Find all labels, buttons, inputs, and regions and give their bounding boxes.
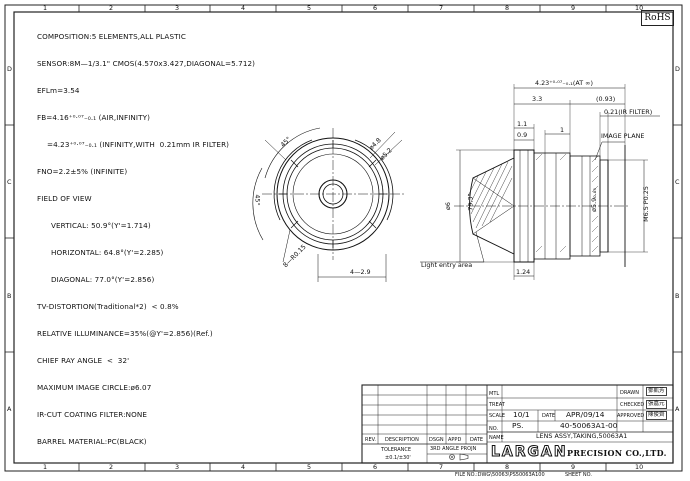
rohs-badge: RoHS (641, 10, 674, 26)
zone-top-1: 1 (43, 4, 48, 12)
side-len-0-9: 0.9 (517, 131, 528, 139)
zone-top-3: 3 (175, 4, 180, 12)
tb-stamp-approved: 陳俊齊 (646, 411, 667, 420)
front-width: 4—2.9 (350, 268, 371, 276)
largan-logo: LARGAN (491, 444, 568, 461)
tb-dsgn: DSGN (429, 437, 444, 443)
tb-name-label: NAME (489, 435, 504, 441)
tb-description: DESCRIPTION (385, 437, 419, 443)
spec-fov-title: FIELD OF VIEW (37, 194, 92, 203)
zone-top-9: 9 (571, 4, 576, 12)
zone-right-b: B (675, 292, 680, 300)
zone-left-d: D (7, 65, 12, 73)
tb-scale-value: 10/1 (513, 410, 530, 419)
tb-treat: TREAT (489, 402, 505, 408)
zone-bottom-2: 2 (109, 463, 114, 471)
zone-right-c: C (675, 178, 680, 186)
spec-fov-horizontal: HORIZONTAL: 64.8°(Y'=2.285) (51, 248, 164, 257)
zone-left-b: B (7, 292, 12, 300)
zone-bottom-6: 6 (373, 463, 378, 471)
zone-left-a: A (7, 405, 12, 413)
zone-top-6: 6 (373, 4, 378, 12)
spec-relative-illuminance: RELATIVE ILLUMINANCE=35%(@Y'=2.856)(Ref.… (37, 329, 213, 338)
spec-efl: EFLm=3.54 (37, 86, 80, 95)
spec-barrel-material: BARREL MATERIAL:PC(BLACK) (37, 437, 147, 446)
zone-bottom-9: 9 (571, 463, 576, 471)
side-len-1-1: 1.1 (517, 120, 528, 128)
zone-top-7: 7 (439, 4, 444, 12)
zone-bottom-1: 1 (43, 463, 48, 471)
tb-stamp-drawn: 鄧凱芳 (646, 387, 667, 396)
title-block-grid (361, 384, 674, 464)
spec-ir-coating: IR-CUT COATING FILTER:NONE (37, 410, 147, 419)
spec-fb: FB=4.16⁺⁰·⁰⁷₋₀.₁ (AIR,INFINITY) (37, 113, 150, 122)
tb-date: DATE (470, 437, 484, 443)
zone-top-8: 8 (505, 4, 510, 12)
side-fb-dimension: 4.23⁺⁰·⁰⁷₋₀.₁(AT ∞) (535, 79, 593, 87)
tb-ps: PS. (512, 421, 524, 430)
spec-fb-ir: =4.23⁺⁰·⁰⁷₋₀.₁ (INFINITY,WITH 0.21mm IR … (47, 140, 230, 149)
side-len-3-3: 3.3 (532, 95, 543, 103)
tb-date-value: APR/09/14 (566, 410, 605, 419)
side-image-plane: IMAGE PLANE (601, 132, 645, 140)
spec-tv-distortion: TV-DISTORTION(Traditional*2) < 0.8% (37, 302, 179, 311)
side-len-093: (0.93) (596, 95, 616, 103)
spec-fov-vertical: VERTICAL: 50.9°(Y'=1.714) (51, 221, 151, 230)
zone-top-2: 2 (109, 4, 114, 12)
tb-scale-label: SCALE (489, 413, 506, 419)
zone-bottom-3: 3 (175, 463, 180, 471)
tb-tolerance-value: ±0.1/±30' (385, 455, 411, 461)
zone-bottom-8: 8 (505, 463, 510, 471)
tb-no-label: NO. (489, 426, 499, 432)
tb-part-no: 40-50063A1-00 (560, 421, 618, 430)
zone-ticks (5, 5, 682, 471)
tb-appd: APPD (448, 437, 462, 443)
side-thread: M6.5 P0.25 (641, 186, 650, 222)
front-angle-left: 45° (253, 194, 262, 206)
spec-notes: COMPOSITION:5 ELEMENTS,ALL PLASTIC SENSO… (37, 14, 255, 455)
tb-tolerance: TOLERANCE (381, 447, 412, 453)
side-dia-6: ø6 (443, 202, 452, 210)
tb-date-label: DATE (542, 413, 556, 419)
side-len-1: 1 (560, 126, 565, 134)
side-ir-filter: 0.21(IR FILTER) (604, 108, 653, 116)
company-name: PRECISION CO.,LTD. (567, 448, 667, 458)
spec-image-circle: MAXIMUM IMAGE CIRCLE:ø6.07 (37, 383, 152, 392)
front-view (252, 127, 405, 282)
tb-file-no: FILE NO.:DWG\50063\PS50063A100 (455, 472, 545, 478)
zone-right-d: D (675, 65, 680, 73)
zone-top-5: 5 (307, 4, 312, 12)
spec-chief-ray-angle: CHIEF RAY ANGLE < 32' (37, 356, 130, 365)
side-len-1-24: 1.24 (516, 268, 531, 276)
zone-top-4: 4 (241, 4, 246, 12)
spec-fov-diagonal: DIAGONAL: 77.0°(Y'=2.856) (51, 275, 155, 284)
side-view (420, 84, 660, 280)
zone-bottom-7: 7 (439, 463, 444, 471)
side-angle-79: 79.3° (466, 193, 475, 211)
spec-composition: COMPOSITION:5 ELEMENTS,ALL PLASTIC (37, 32, 186, 41)
tb-sheet-no: SHEET NO. (565, 472, 592, 478)
zone-bottom-10: 10 (635, 463, 644, 471)
tb-drawn: DRAWN (620, 390, 639, 396)
zone-right-a: A (675, 405, 680, 413)
zone-bottom-4: 4 (241, 463, 246, 471)
zone-bottom-5: 5 (307, 463, 312, 471)
tb-checked: CHECKED (620, 402, 645, 408)
spec-sensor: SENSOR:8M—1/3.1" CMOS(4.570x3.427,DIAGON… (37, 59, 256, 68)
tb-angle-projection: 3RD ANGLE PROJN (430, 446, 477, 452)
tb-approved: APPROVED (617, 413, 645, 419)
side-dia-5-9: ø5.9₀.₀₅ (589, 188, 598, 212)
tb-mtl: MTL (489, 391, 500, 397)
tb-stamp-checked: 張嘉元 (646, 400, 667, 409)
zone-top-10: 10 (635, 4, 644, 12)
spec-fno: FNO=2.2±5% (INFINITE) (37, 167, 128, 176)
tb-rev: REV. (365, 437, 376, 443)
side-light-entry: Light entry area (421, 261, 473, 269)
zone-left-c: C (7, 178, 12, 186)
tb-name-value: LENS ASSY,TAKING,50063A1 (536, 432, 628, 440)
